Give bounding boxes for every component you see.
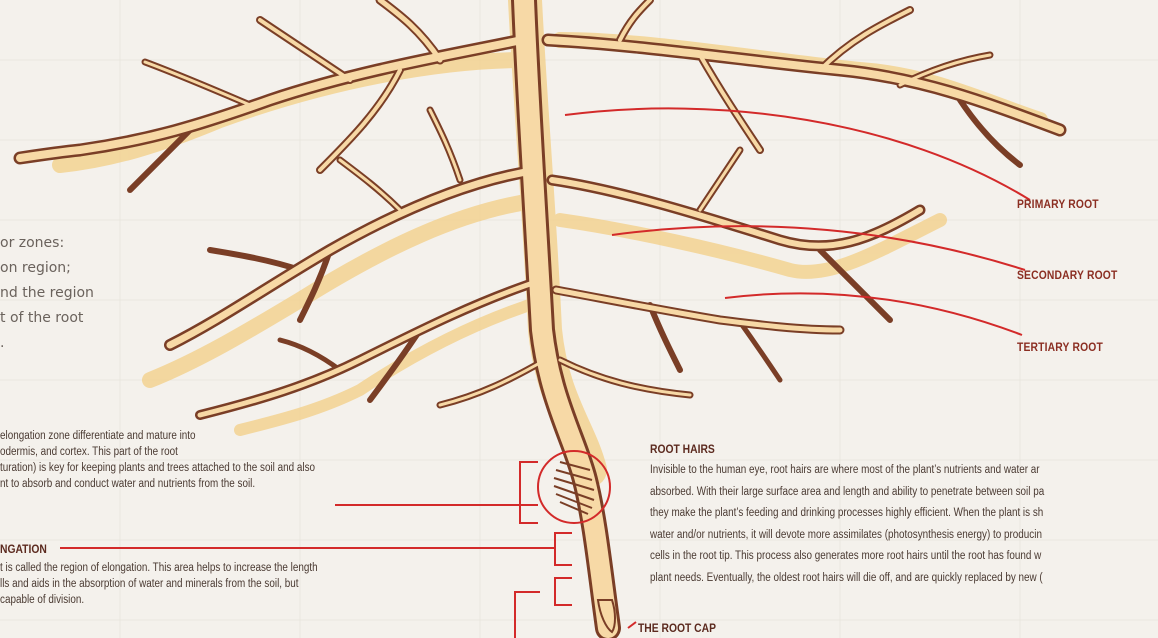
secondary-root-label: SECONDARY ROOT	[1017, 268, 1117, 282]
intro-line: or zones:	[0, 231, 94, 256]
intro-line: on region;	[0, 256, 94, 281]
intro-line: t of the root	[0, 306, 94, 331]
elongation-line: lls and aids in the absorption of water …	[0, 576, 318, 592]
root-hairs-heading: ROOT HAIRS	[650, 442, 715, 456]
elongation-text: t is called the region of elongation. Th…	[0, 560, 318, 608]
root-hairs-line: cells in the root tip. This process also…	[650, 546, 1044, 568]
root-hairs-line: absorbed. With their large surface area …	[650, 482, 1044, 504]
intro-text: or zones: on region; nd the region t of …	[0, 231, 94, 356]
root-hairs-line: plant needs. Eventually, the oldest root…	[650, 568, 1044, 590]
tertiary-root-label: TERTIARY ROOT	[1017, 340, 1103, 354]
intro-line: nd the region	[0, 281, 94, 306]
maturation-line: turation) is key for keeping plants and …	[0, 460, 315, 476]
elongation-heading: NGATION	[0, 542, 47, 556]
maturation-text: elongation zone differentiate and mature…	[0, 428, 315, 492]
maturation-line: odermis, and cortex. This part of the ro…	[0, 444, 315, 460]
root-hairs-text: Invisible to the human eye, root hairs a…	[650, 460, 1044, 589]
intro-line: .	[0, 331, 94, 356]
maturation-line: elongation zone differentiate and mature…	[0, 428, 315, 444]
primary-root-label: PRIMARY ROOT	[1017, 197, 1099, 211]
elongation-line: capable of division.	[0, 592, 318, 608]
root-hairs-line: water and/or nutrients, it will devote m…	[650, 525, 1044, 547]
root-hairs-line: they make the plant’s feeding and drinki…	[650, 503, 1044, 525]
maturation-line: nt to absorb and conduct water and nutri…	[0, 476, 315, 492]
root-hairs-line: Invisible to the human eye, root hairs a…	[650, 460, 1044, 482]
root-cap-heading: THE ROOT CAP	[638, 621, 716, 635]
elongation-line: t is called the region of elongation. Th…	[0, 560, 318, 576]
